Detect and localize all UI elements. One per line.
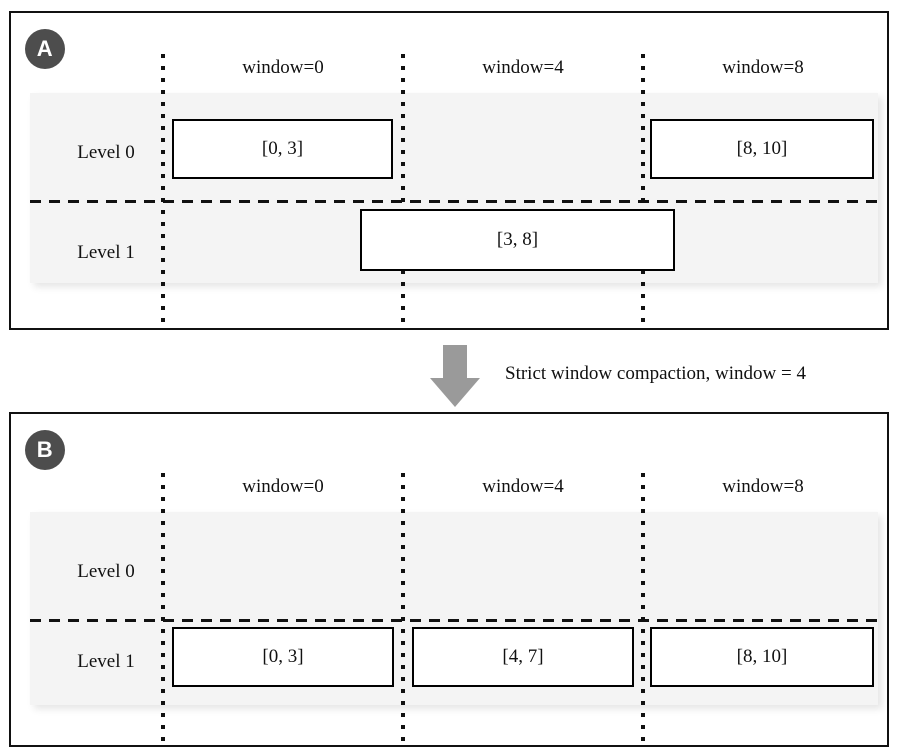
panel-b-run-box-level1-0-3[interactable]: [0, 3] — [172, 627, 394, 687]
panel-a-column-divider-4 — [401, 54, 405, 326]
panel-a-run-box-level0-0-3[interactable]: [0, 3] — [172, 119, 393, 179]
panel-b-badge: B — [25, 430, 65, 470]
panel-a-column-header-window-0: window=0 — [242, 57, 324, 78]
panel-a-row-label-level-1: Level 1 — [77, 242, 135, 263]
down-arrow-shaft — [443, 345, 467, 379]
panel-a-level-divider — [30, 200, 878, 203]
panel-b-column-divider-4 — [401, 473, 405, 746]
down-arrow-icon — [430, 345, 480, 407]
panel-b-column-header-window-8: window=8 — [722, 476, 804, 497]
panel-b-run-box-level1-8-10[interactable]: [8, 10] — [650, 627, 874, 687]
panel-b-column-divider-8 — [641, 473, 645, 746]
panel-a-column-header-window-4: window=4 — [482, 57, 564, 78]
panel-b-column-divider-0 — [161, 473, 165, 746]
panel-b: B window=0 window=4 window=8 Level 0 Lev… — [9, 412, 889, 747]
down-arrow-head — [430, 378, 480, 407]
panel-a-badge: A — [25, 29, 65, 69]
panel-a-column-divider-0 — [161, 54, 165, 326]
transition-caption: Strict window compaction, window = 4 — [505, 363, 806, 384]
panel-b-run-box-level1-4-7[interactable]: [4, 7] — [412, 627, 634, 687]
panel-a-column-header-window-8: window=8 — [722, 57, 804, 78]
panel-a-run-box-level0-8-10[interactable]: [8, 10] — [650, 119, 874, 179]
panel-b-column-header-window-4: window=4 — [482, 476, 564, 497]
panel-a-run-box-level1-3-8[interactable]: [3, 8] — [360, 209, 675, 271]
panel-b-row-label-level-0: Level 0 — [77, 561, 135, 582]
panel-b-row-label-level-1: Level 1 — [77, 651, 135, 672]
panel-b-inner: B window=0 window=4 window=8 Level 0 Lev… — [11, 414, 887, 746]
panel-a-row-label-level-0: Level 0 — [77, 142, 135, 163]
panel-a-inner: A window=0 window=4 window=8 Level 0 Lev… — [11, 13, 887, 328]
panel-a: A window=0 window=4 window=8 Level 0 Lev… — [9, 11, 889, 330]
panel-b-column-header-window-0: window=0 — [242, 476, 324, 497]
panel-a-column-divider-8 — [641, 54, 645, 326]
panel-b-level-divider — [30, 619, 878, 622]
